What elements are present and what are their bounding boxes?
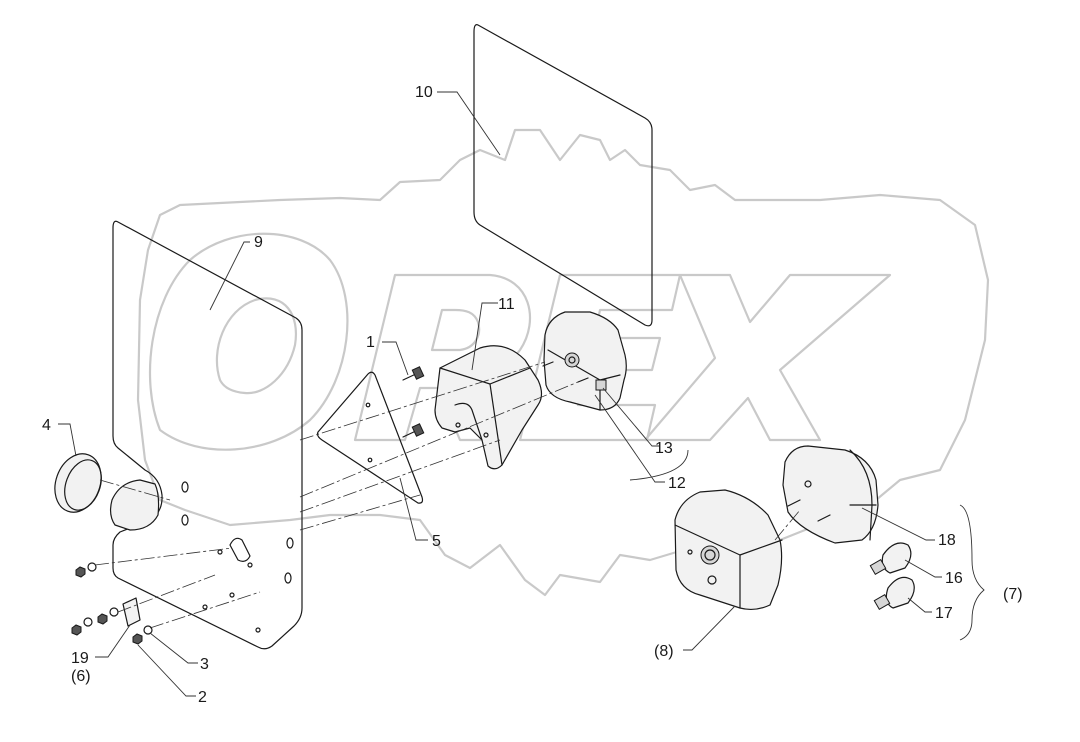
callout-5: 5 bbox=[432, 533, 441, 550]
callout-11: 11 bbox=[498, 296, 515, 313]
callout-17: 17 bbox=[935, 605, 953, 622]
callout-12: 12 bbox=[668, 475, 686, 492]
watermark-letter-x bbox=[643, 273, 892, 442]
callout-16: 16 bbox=[945, 570, 963, 587]
part-4-round-reflector bbox=[54, 453, 160, 531]
part-1-bolts bbox=[402, 366, 425, 438]
part-11-bracket bbox=[434, 345, 543, 470]
part-9-mounting-plate bbox=[112, 220, 303, 650]
callout-6: (6) bbox=[71, 668, 91, 685]
callout-4: 4 bbox=[42, 417, 51, 434]
callout-2: 2 bbox=[198, 689, 207, 706]
callout-13: 13 bbox=[655, 440, 673, 457]
callout-9: 9 bbox=[254, 234, 263, 251]
callout-labels: 10 9 11 1 4 13 12 5 18 16 (7) 17 (8) 19 … bbox=[42, 84, 1023, 706]
watermark-gear-outline bbox=[136, 128, 990, 597]
watermark-letter-o bbox=[148, 232, 349, 451]
part-10-sheet bbox=[473, 24, 653, 327]
callout-19: 19 bbox=[71, 650, 89, 667]
callout-18: 18 bbox=[938, 532, 956, 549]
part-16-bulb bbox=[869, 542, 912, 576]
part-12-small-lamp bbox=[542, 311, 627, 411]
callout-8: (8) bbox=[654, 643, 674, 660]
callout-10: 10 bbox=[415, 84, 433, 101]
watermark-letter-o-inner bbox=[215, 297, 298, 395]
part-18-lamp-housing bbox=[782, 445, 879, 544]
callout-7: (7) bbox=[1003, 586, 1023, 603]
part-13-connector bbox=[595, 379, 607, 391]
part-8-lamp-housing-front bbox=[674, 489, 783, 611]
leader-lines bbox=[58, 91, 985, 697]
assembly-axes bbox=[94, 361, 801, 629]
orex-watermark bbox=[136, 128, 990, 597]
part-5-triangle-reflector bbox=[316, 371, 424, 504]
plate-holes bbox=[181, 481, 294, 633]
callout-1: 1 bbox=[366, 334, 375, 351]
callout-3: 3 bbox=[200, 656, 209, 673]
part-19-clip bbox=[122, 597, 141, 627]
part-17-bulb bbox=[873, 576, 915, 611]
